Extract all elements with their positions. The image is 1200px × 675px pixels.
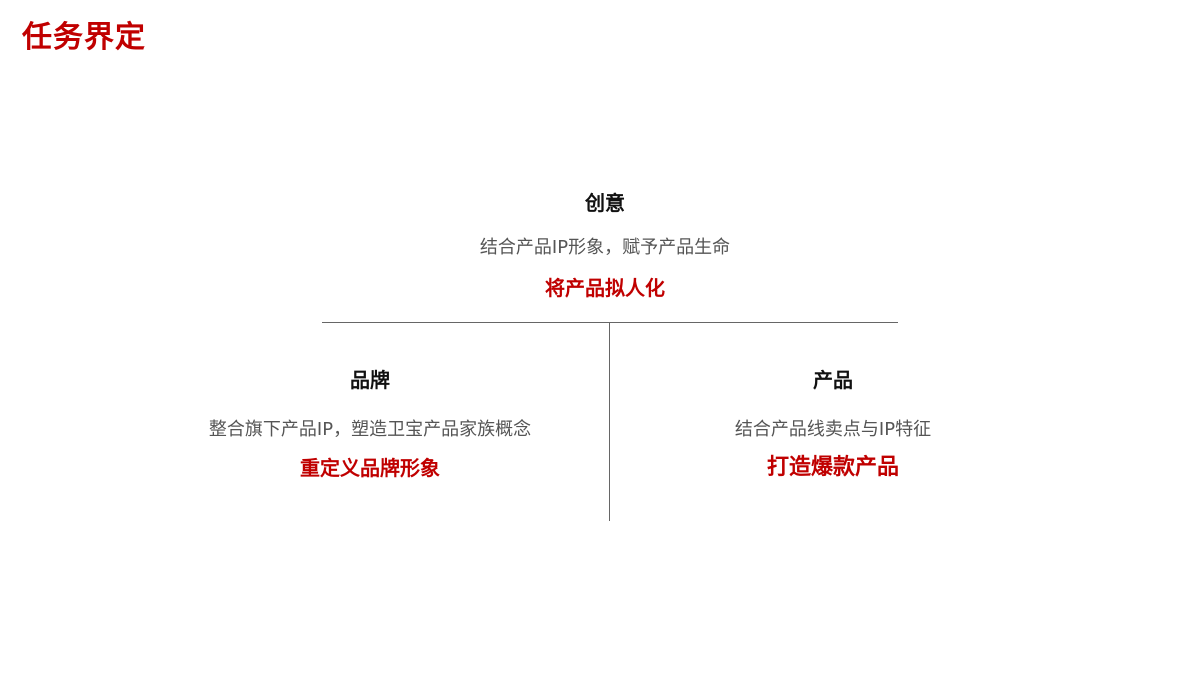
creative-highlight: 将产品拟人化 <box>545 276 665 300</box>
horizontal-divider <box>322 322 898 323</box>
product-description: 结合产品线卖点与IP特征 <box>734 419 932 440</box>
creative-heading: 创意 <box>585 191 625 215</box>
product-heading: 产品 <box>813 368 853 392</box>
slide-title: 任务界定 <box>22 20 146 55</box>
vertical-divider <box>609 323 610 521</box>
brand-highlight: 重定义品牌形象 <box>300 456 440 480</box>
brand-description: 整合旗下产品IP，塑造卫宝产品家族概念 <box>208 419 532 440</box>
brand-section: 品牌 整合旗下产品IP，塑造卫宝产品家族概念 重定义品牌形象 <box>170 366 570 482</box>
brand-heading: 品牌 <box>350 368 390 392</box>
product-section: 产品 结合产品线卖点与IP特征 打造爆款产品 <box>633 366 1033 482</box>
creative-section: 创意 结合产品IP形象，赋予产品生命 将产品拟人化 <box>405 189 805 302</box>
product-highlight: 打造爆款产品 <box>766 455 899 480</box>
creative-description: 结合产品IP形象，赋予产品生命 <box>479 237 731 258</box>
